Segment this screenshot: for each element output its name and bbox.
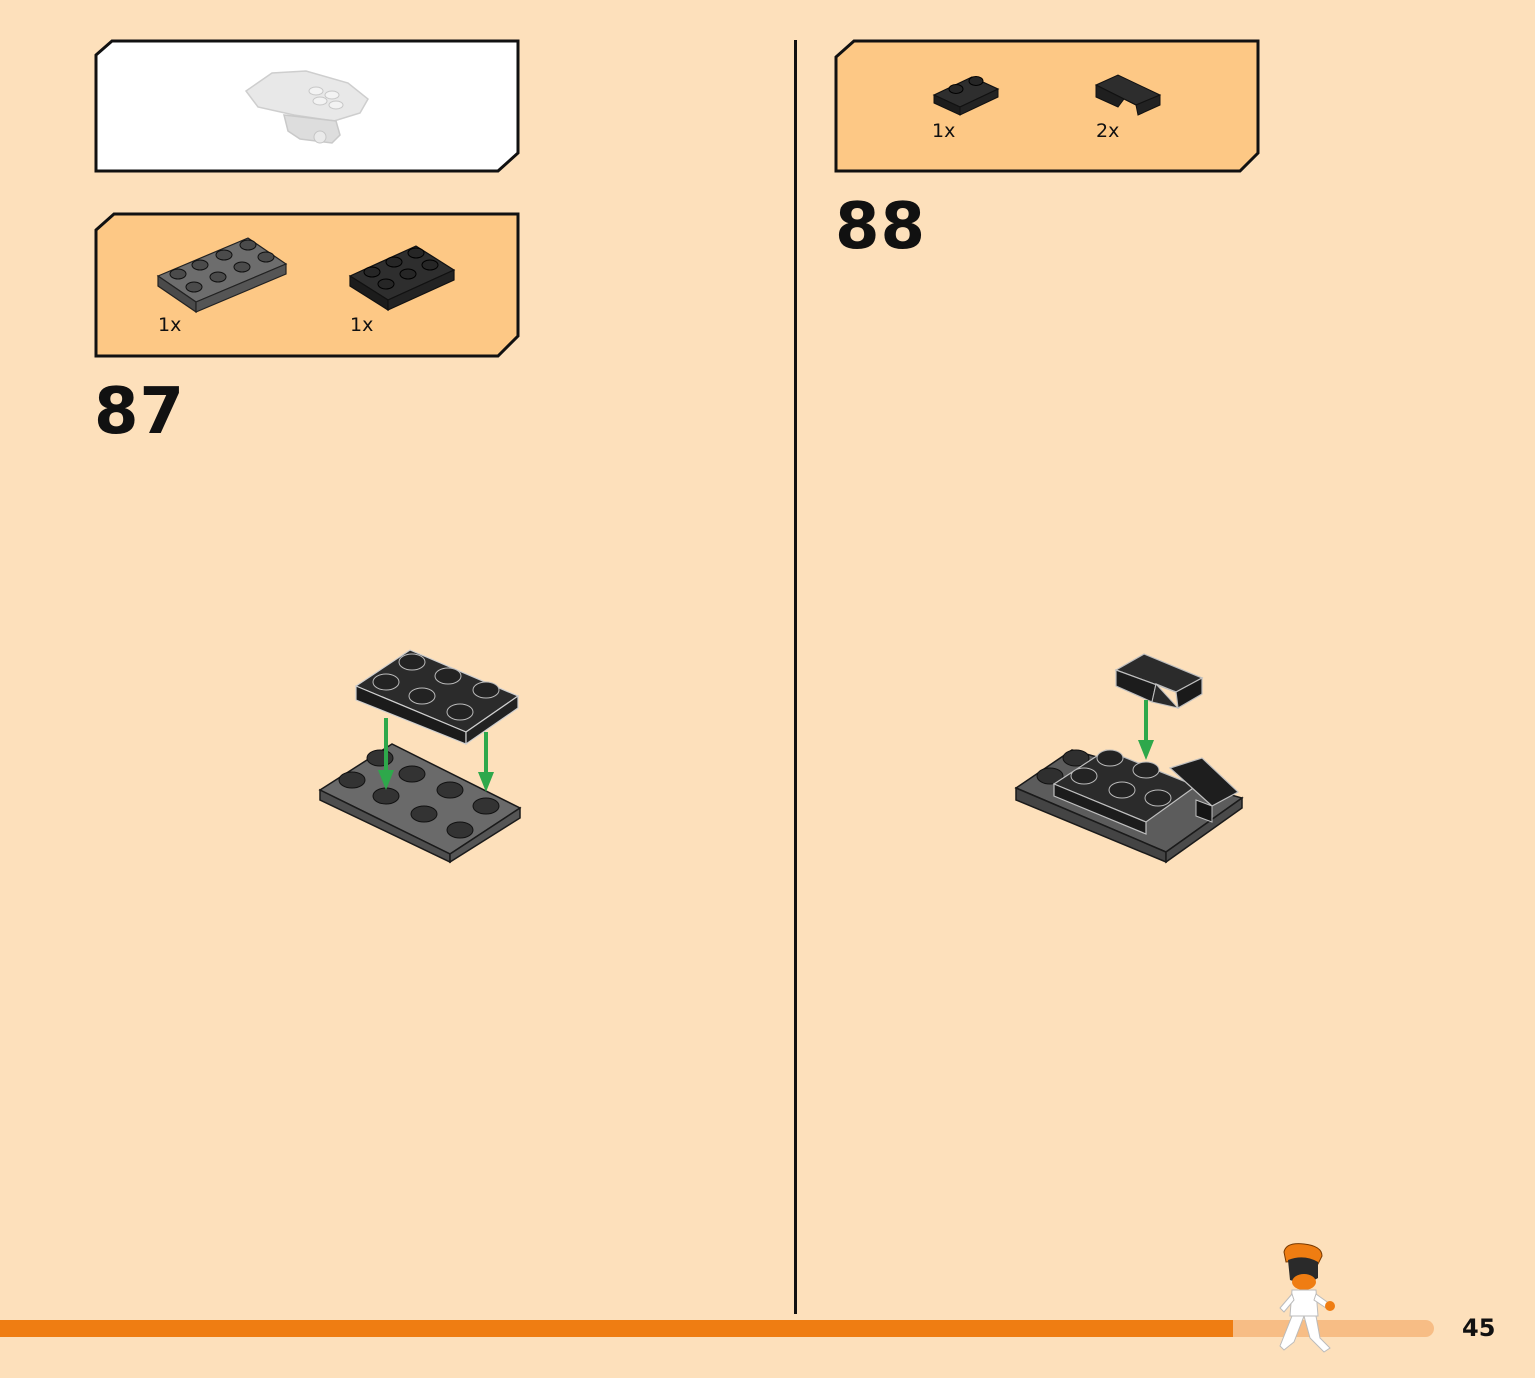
page-divider (794, 40, 797, 1314)
step-88-illustration (1014, 653, 1244, 864)
part-icon-plate-2x4 (156, 237, 288, 314)
part-qty-label: 1x (932, 120, 956, 142)
submodel-callout (94, 39, 520, 173)
assembly-upper-plate (1052, 749, 1198, 835)
part-qty-label: 2x (1096, 120, 1120, 142)
assembly-arrow-icon (478, 732, 494, 792)
progress-fill (0, 1320, 1234, 1337)
page-number: 45 (1462, 1314, 1496, 1342)
submodel-preview-image (244, 70, 369, 144)
assembly-arrow-icon (1138, 700, 1154, 760)
assembly-arrow-icon (378, 718, 394, 790)
parts-callout-87 (94, 212, 520, 358)
assembly-plate-2x4 (318, 743, 522, 864)
step-number: 88 (835, 190, 927, 264)
part-qty-label: 1x (350, 314, 374, 336)
part-qty-label: 1x (158, 314, 182, 336)
ninja-runner-icon (1279, 1243, 1335, 1353)
progress-track (0, 1320, 1434, 1337)
parts-callout-88 (834, 39, 1260, 173)
assembly-slope-fixed (1168, 757, 1240, 823)
step-number: 87 (94, 375, 186, 449)
step-87-illustration (318, 649, 522, 864)
part-icon-plate-2x3 (348, 245, 456, 312)
assembly-plate-2x3 (354, 649, 520, 746)
part-icon-slope-wedge (1094, 74, 1162, 116)
part-icon-plate-1x2 (932, 76, 1000, 116)
assembly-slope-incoming (1114, 653, 1204, 709)
